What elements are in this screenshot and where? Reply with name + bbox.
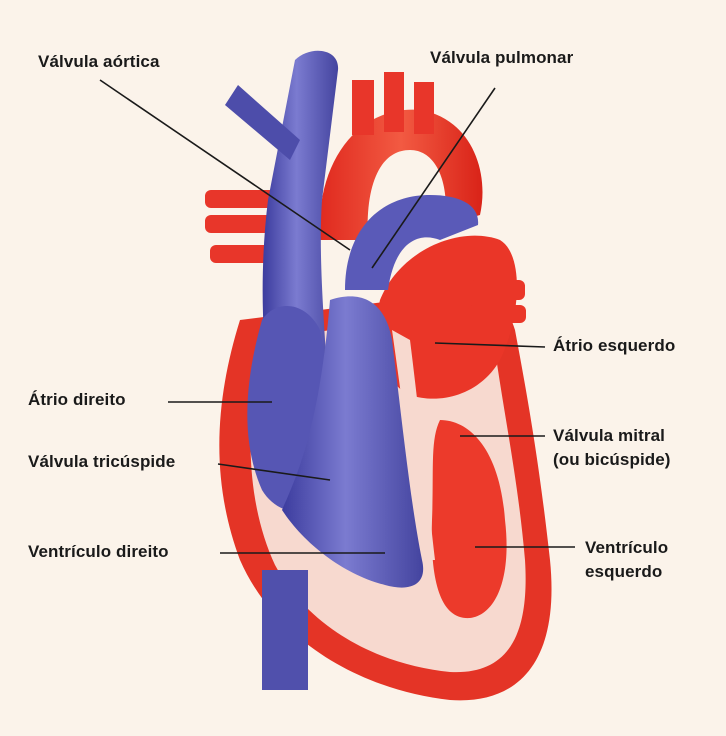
label-mitral-valve-line2: (ou bicúspide) <box>553 448 671 472</box>
pulmonary-vein-left-2 <box>205 215 275 233</box>
label-left-ventricle-line2: esquerdo <box>585 560 668 584</box>
pulmonary-vein-right-2 <box>468 305 526 323</box>
label-mitral-valve: Válvula mitral (ou bicúspide) <box>553 424 671 472</box>
label-right-ventricle: Ventrículo direito <box>28 542 169 562</box>
aorta-branch-3 <box>414 82 434 134</box>
label-pulmonary-valve: Válvula pulmonar <box>430 48 573 68</box>
inferior-vena-cava <box>262 570 308 690</box>
pulmonary-vein-right-1 <box>470 280 525 300</box>
label-left-atrium: Átrio esquerdo <box>553 336 675 356</box>
label-right-atrium: Átrio direito <box>28 390 126 410</box>
label-aortic-valve: Válvula aórtica <box>38 52 160 72</box>
label-left-ventricle-line1: Ventrículo <box>585 536 668 560</box>
aorta-branch-2 <box>384 72 404 132</box>
label-tricuspid-valve: Válvula tricúspide <box>28 452 175 472</box>
label-mitral-valve-line1: Válvula mitral <box>553 424 671 448</box>
label-left-ventricle: Ventrículo esquerdo <box>585 536 668 584</box>
aorta-branch-1 <box>352 80 374 135</box>
